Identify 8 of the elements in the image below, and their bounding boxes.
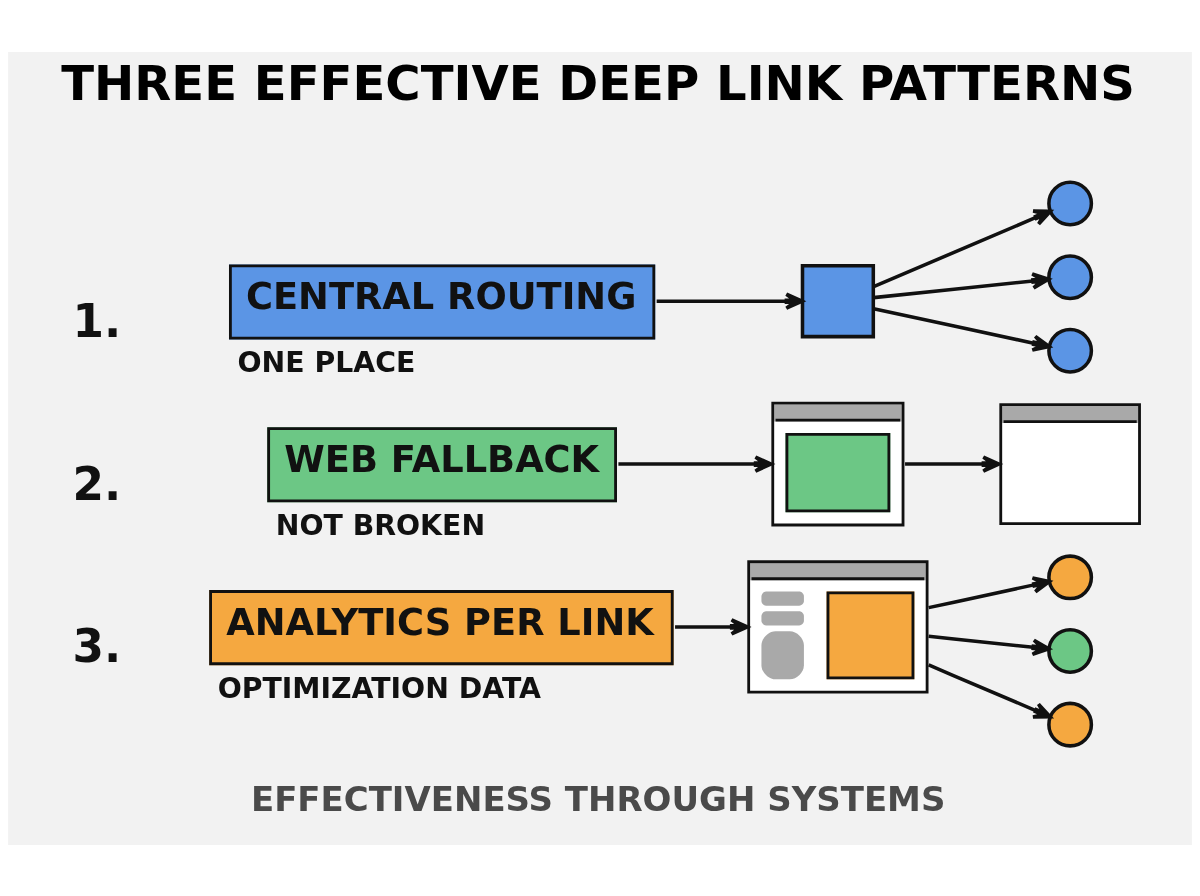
label: 3. <box>72 619 122 673</box>
diagram-title: THREE EFFECTIVE DEEP LINK PATTERNS <box>61 54 1135 111</box>
caption: EFFECTIVENESS THROUGH SYSTEMS <box>250 778 946 819</box>
node-label: ONE PLACE <box>237 345 416 379</box>
node-label: NOT BROKEN <box>275 508 486 542</box>
label: 1. <box>72 294 122 348</box>
label: 2. <box>72 457 122 511</box>
node-label: OPTIMIZATION DATA <box>217 671 541 705</box>
